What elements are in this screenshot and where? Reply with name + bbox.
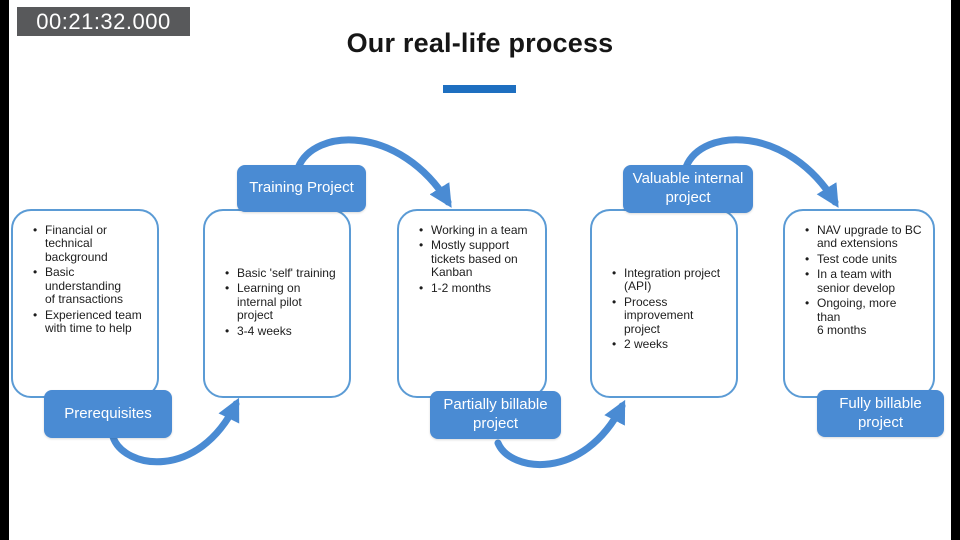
- bullet-list: Basic 'self' training Learning on intern…: [205, 211, 349, 339]
- stage-label-prerequisites: Prerequisites: [44, 390, 172, 438]
- stage-box-partially-billable: Working in a team Mostly support tickets…: [397, 209, 547, 398]
- bullet-item: Basic understanding of transactions: [33, 266, 147, 306]
- bullet-item: Learning on internal pilot project: [225, 282, 339, 322]
- video-timestamp: 00:21:32.000: [17, 7, 190, 36]
- bullet-item: Working in a team: [419, 223, 535, 238]
- stage-box-valuable-internal: Integration project (API) Process improv…: [590, 209, 738, 398]
- bullet-item: In a team with senior develop: [805, 268, 923, 295]
- bullet-list: Working in a team Mostly support tickets…: [399, 211, 545, 296]
- stage-label-fully-billable: Fully billable project: [817, 390, 944, 437]
- title-underline: [443, 85, 516, 93]
- bullet-item: Ongoing, more than 6 months: [805, 296, 923, 337]
- bullet-item: 2 weeks: [612, 337, 726, 352]
- bullet-list: NAV upgrade to BC and extensions Test co…: [785, 211, 933, 338]
- bullet-item: 1-2 months: [419, 281, 535, 296]
- stage-label-partially-billable: Partially billable project: [430, 391, 561, 439]
- stage-box-prerequisites: Financial or technical background Basic …: [11, 209, 159, 398]
- stage-box-fully-billable: NAV upgrade to BC and extensions Test co…: [783, 209, 935, 398]
- bullet-item: Integration project (API): [612, 266, 726, 294]
- stage-label-training-project: Training Project: [237, 165, 366, 212]
- bullet-item: Experienced team with time to help: [33, 308, 147, 336]
- bullet-item: Financial or technical background: [33, 223, 147, 264]
- bullet-item: Mostly support tickets based on Kanban: [419, 239, 535, 279]
- letterbox-right: [951, 0, 960, 540]
- bullet-item: Process improvement project: [612, 295, 726, 336]
- stage-label-valuable-internal: Valuable internal project: [623, 165, 753, 213]
- stage-box-training-project: Basic 'self' training Learning on intern…: [203, 209, 351, 398]
- bullet-list: Financial or technical background Basic …: [13, 211, 157, 336]
- bullet-item: Basic 'self' training: [225, 266, 339, 281]
- bullet-list: Integration project (API) Process improv…: [592, 211, 736, 352]
- bullet-item: 3-4 weeks: [225, 324, 339, 339]
- bullet-item: Test code units: [805, 252, 923, 267]
- letterbox-left: [0, 0, 9, 540]
- bullet-item: NAV upgrade to BC and extensions: [805, 223, 923, 251]
- slide-title: Our real-life process: [346, 28, 614, 58]
